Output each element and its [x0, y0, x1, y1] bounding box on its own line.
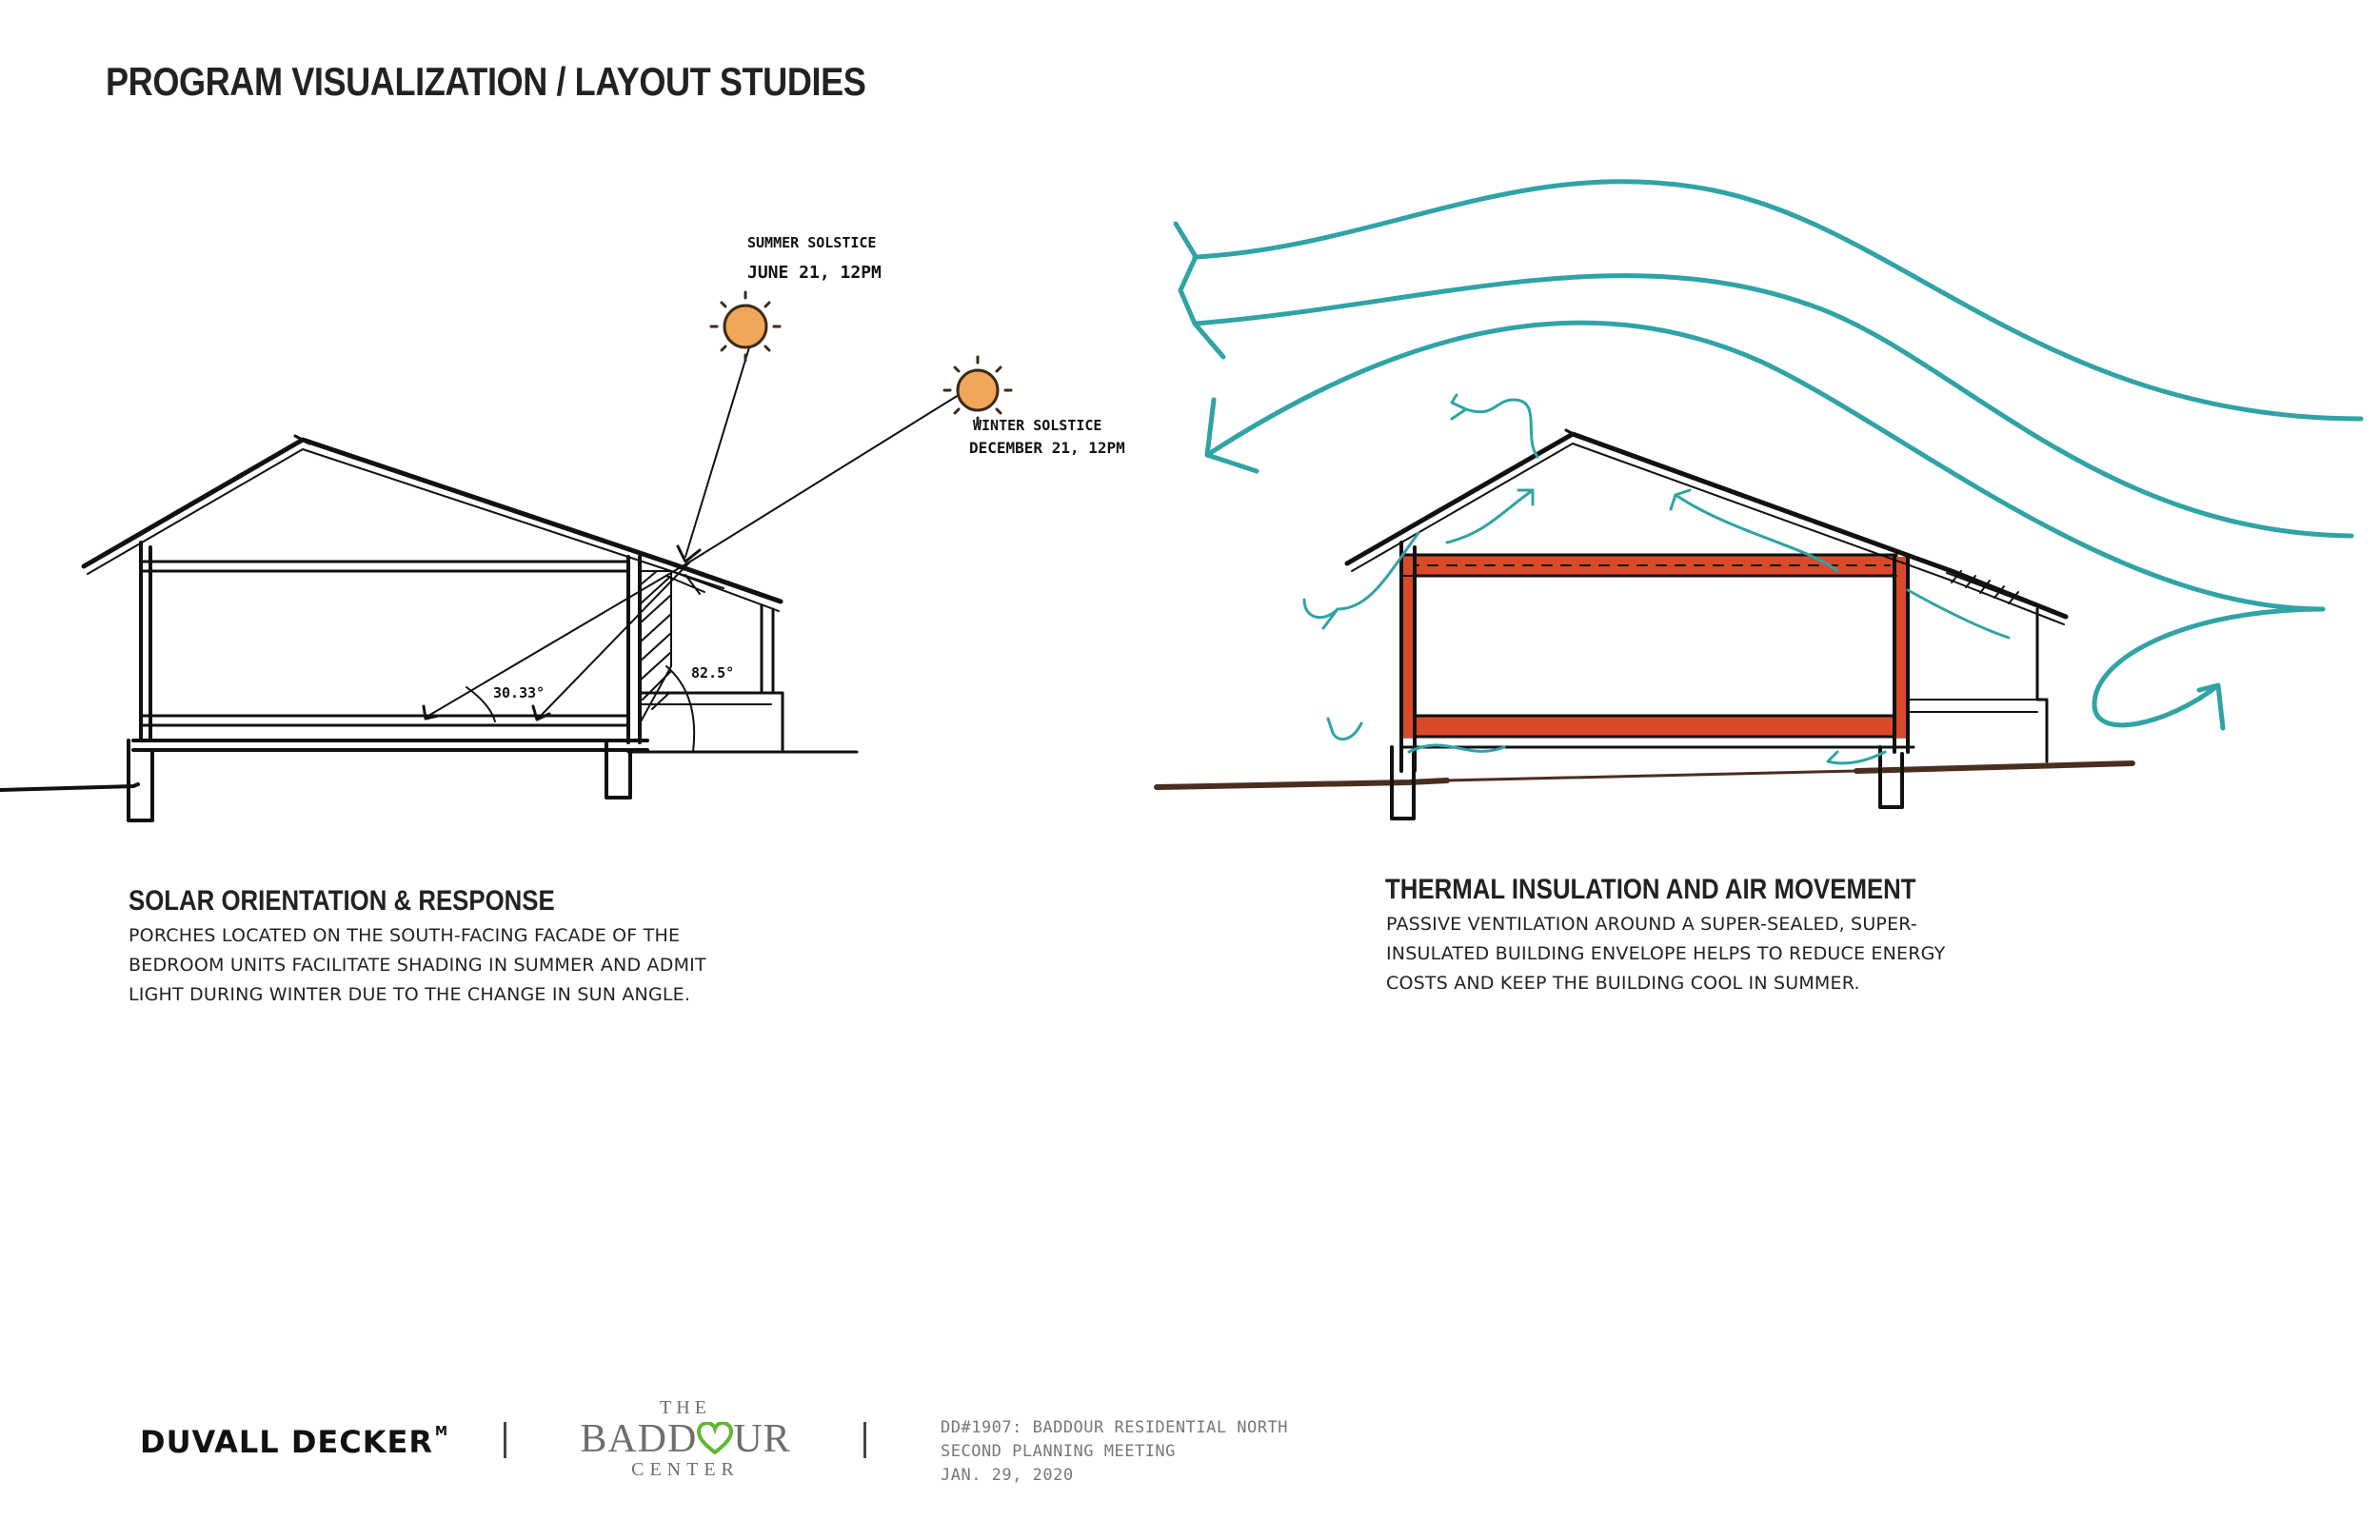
logo-name: BADD UR	[566, 1419, 804, 1459]
solar-section-drawing	[0, 346, 967, 822]
logo-center: CENTER	[631, 1459, 740, 1480]
summer-angle-label: 82.5°	[691, 664, 734, 681]
solar-section-body: PORCHES LOCATED ON THE SOUTH-FACING FACA…	[129, 921, 706, 1010]
meeting-name: SECOND PLANNING MEETING	[941, 1442, 1176, 1461]
solar-body-line: LIGHT DURING WINTER DUE TO THE CHANGE IN…	[129, 984, 691, 1005]
firm-name: DUVALL DECKER	[140, 1424, 434, 1460]
logo-the: THE	[660, 1397, 711, 1418]
summer-solstice-date: JUNE 21, 12PM	[747, 263, 882, 283]
winter-angle-label: 30.33°	[493, 684, 545, 701]
winter-solstice-label: WINTER SOLSTICE	[973, 417, 1101, 434]
meeting-date: JAN. 29, 2020	[941, 1466, 1074, 1485]
project-info: DD#1907: BADDOUR RESIDENTIAL NORTH SECON…	[941, 1416, 1288, 1488]
winter-sun-icon	[942, 355, 1013, 425]
page-title: PROGRAM VISUALIZATION / LAYOUT STUDIES	[106, 59, 866, 104]
footer-divider	[863, 1422, 866, 1458]
heart-icon	[697, 1419, 734, 1459]
project-number: DD#1907: BADDOUR RESIDENTIAL NORTH	[941, 1418, 1288, 1437]
firm-mark: M	[435, 1425, 448, 1439]
thermal-section-drawing	[1154, 179, 2364, 820]
thermal-section-heading: THERMAL INSULATION AND AIR MOVEMENT	[1385, 874, 1916, 905]
logo-name-right: UR	[733, 1417, 791, 1461]
solar-body-line: BEDROOM UNITS FACILITATE SHADING IN SUMM…	[129, 955, 706, 976]
logo-name-left: BADD	[580, 1417, 698, 1461]
thermal-body-line: PASSIVE VENTILATION AROUND A SUPER-SEALE…	[1386, 914, 1917, 935]
thermal-body-line: COSTS AND KEEP THE BUILDING COOL IN SUMM…	[1386, 973, 1860, 994]
solar-section-heading: SOLAR ORIENTATION & RESPONSE	[129, 885, 555, 917]
baddour-center-logo: THE BADD UR CENTER	[566, 1397, 804, 1481]
summer-sun-icon	[709, 290, 782, 363]
thermal-body-line: INSULATED BUILDING ENVELOPE HELPS TO RED…	[1386, 943, 1946, 964]
thermal-section-body: PASSIVE VENTILATION AROUND A SUPER-SEALE…	[1386, 910, 1945, 998]
solar-body-line: PORCHES LOCATED ON THE SOUTH-FACING FACA…	[129, 925, 681, 946]
winter-solstice-date: DECEMBER 21, 12PM	[969, 439, 1125, 457]
summer-solstice-label: SUMMER SOLSTICE	[747, 234, 876, 251]
footer-divider	[504, 1422, 506, 1458]
